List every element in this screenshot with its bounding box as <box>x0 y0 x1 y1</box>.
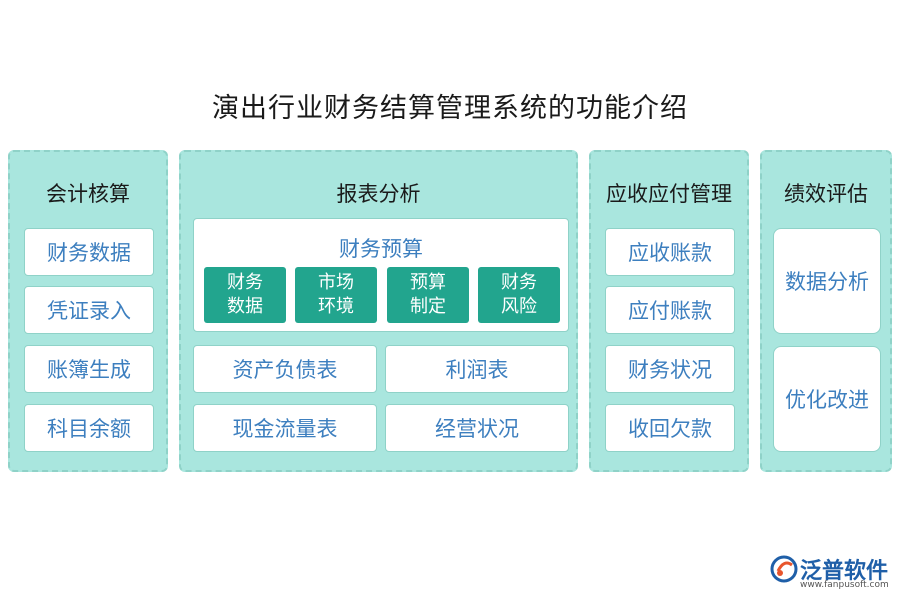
logo-name: 泛普软件 <box>800 559 889 584</box>
accounting-item-voucher-entry: 凭证录入 <box>24 286 154 334</box>
page-title: 演出行业财务结算管理系统的功能介绍 <box>212 93 688 124</box>
budget-item-financial-data: 财务 数据 <box>204 267 286 323</box>
receivable-panel: 应收应付管理 应收账款 应付账款 财务状况 收回欠款 <box>589 150 749 472</box>
performance-panel: 绩效评估 数据分析 优化改进 <box>760 150 892 472</box>
budget-item-market-environment: 市场 环境 <box>295 267 377 323</box>
accounting-panel-title: 会计核算 <box>46 182 130 206</box>
budget-item-financial-risk: 财务 风险 <box>478 267 560 323</box>
report-item-income-statement: 利润表 <box>385 345 569 393</box>
performance-item-data-analysis: 数据分析 <box>773 228 881 334</box>
receivable-item-debt-recovery: 收回欠款 <box>605 404 735 452</box>
receivable-item-financial-status: 财务状况 <box>605 345 735 393</box>
accounting-panel: 会计核算 财务数据 凭证录入 账簿生成 科目余额 <box>8 150 168 472</box>
receivable-item-accounts-payable: 应付账款 <box>605 286 735 334</box>
budget-item-budget-formulation: 预算 制定 <box>387 267 469 323</box>
fanpu-logo-icon <box>770 555 798 583</box>
performance-item-optimization: 优化改进 <box>773 346 881 452</box>
budget-title: 财务预算 <box>339 237 423 261</box>
budget-container: 财务预算 财务 数据 市场 环境 预算 制定 财务 风险 <box>193 218 569 332</box>
accounting-item-ledger-generation: 账簿生成 <box>24 345 154 393</box>
accounting-item-account-balance: 科目余额 <box>24 404 154 452</box>
receivable-item-accounts-receivable: 应收账款 <box>605 228 735 276</box>
report-item-operating-status: 经营状况 <box>385 404 569 452</box>
receivable-panel-title: 应收应付管理 <box>606 182 732 206</box>
logo-url: www.fanpusoft.com <box>800 580 889 590</box>
reports-panel: 报表分析 财务预算 财务 数据 市场 环境 预算 制定 财务 风险 资产负债表 … <box>179 150 578 472</box>
performance-panel-title: 绩效评估 <box>784 182 868 206</box>
accounting-item-financial-data: 财务数据 <box>24 228 154 276</box>
reports-panel-title: 报表分析 <box>336 182 421 206</box>
report-item-balance-sheet: 资产负债表 <box>193 345 377 393</box>
brand-logo: 泛普软件 www.fanpusoft.com <box>770 553 892 591</box>
report-item-cash-flow: 现金流量表 <box>193 404 377 452</box>
